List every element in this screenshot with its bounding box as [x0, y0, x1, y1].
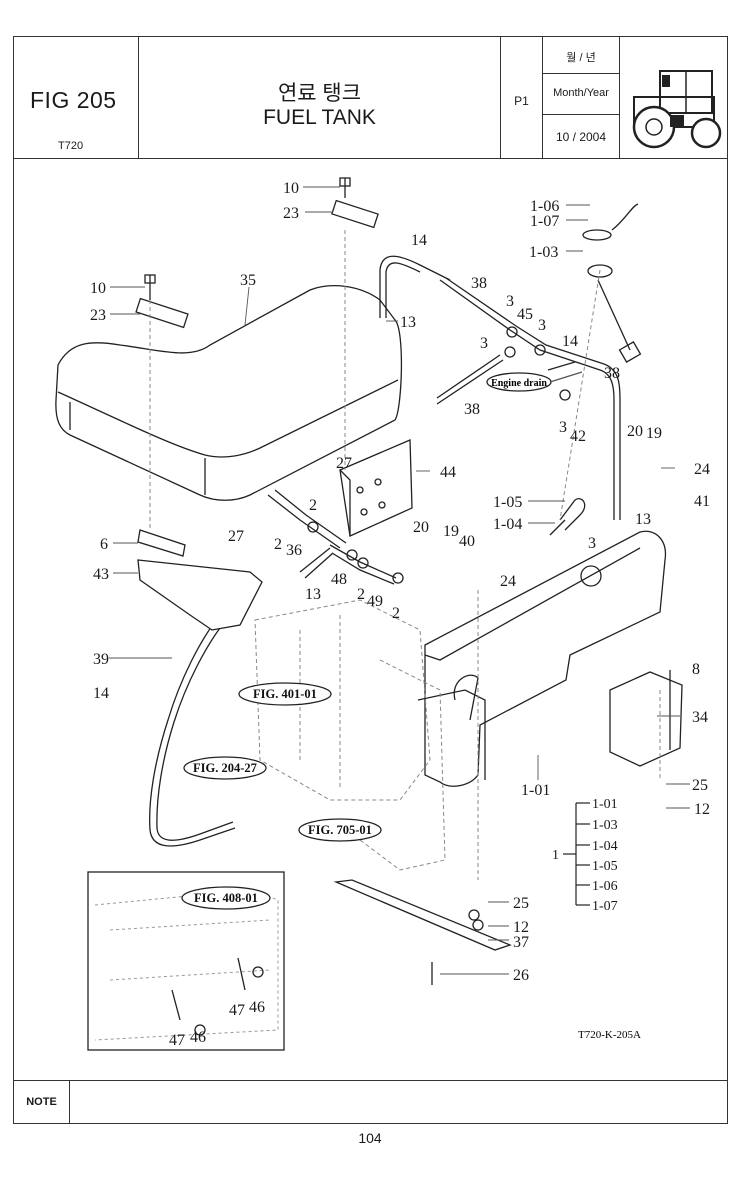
month-year-value: 10 / 2004 — [555, 130, 607, 144]
part-label: 2 — [392, 605, 400, 622]
part-label: 23 — [283, 205, 299, 222]
part-label: 49 — [367, 593, 383, 610]
part-label: 37 — [513, 934, 529, 951]
part-label: 13 — [400, 314, 416, 331]
part-label: 3 — [559, 419, 567, 436]
part-label: 38 — [471, 275, 487, 292]
fig-reference-705-01[interactable]: FIG. 705-01 — [308, 823, 372, 837]
assembly-child: 1-06 — [592, 879, 618, 894]
part-label: 13 — [635, 511, 651, 528]
model-code: T720 — [58, 140, 84, 152]
part-label: 36 — [286, 542, 302, 559]
part-label: 14 — [562, 333, 578, 350]
assembly-breakdown: 1 1-01 1-03 1-04 1-05 1-06 1-07 — [552, 797, 618, 914]
assembly-parent: 1 — [552, 848, 559, 863]
engine-drain-callout: Engine drain — [491, 378, 547, 389]
part-label: 24 — [694, 461, 710, 478]
part-label: 43 — [93, 566, 109, 583]
part-label: 25 — [513, 895, 529, 912]
part-label: 26 — [513, 967, 529, 984]
part-label: 12 — [513, 919, 529, 936]
assembly-child: 1-07 — [592, 899, 618, 914]
fig-reference-204-27[interactable]: FIG. 204-27 — [193, 761, 257, 775]
part-label: 3 — [588, 535, 596, 552]
part-labels: 10 23 10 23 35 14 13 38 3 45 3 3 14 38 3… — [90, 180, 710, 1049]
part-label: 40 — [459, 533, 475, 550]
fuel-tank-exploded-diagram: 10 23 10 23 35 14 13 38 3 45 3 3 14 38 3… — [55, 177, 710, 1051]
part-label: 38 — [604, 365, 620, 382]
page-frame: FIG 205 T720 연료 탱크 FUEL TANK P1 월 / 년 Mo… — [13, 36, 728, 1124]
title-korean: 연료 탱크 — [277, 82, 362, 105]
part-label: 2 — [357, 586, 365, 603]
part-label: 19 — [443, 523, 459, 540]
part-label: 1-03 — [529, 244, 558, 261]
month-year-korean: 월 / 년 — [566, 52, 596, 64]
part-label: 23 — [90, 307, 106, 324]
drawing-code: T720-K-205A — [578, 1029, 641, 1041]
assembly-child: 1-04 — [592, 839, 618, 854]
fig-reference-401-01[interactable]: FIG. 401-01 — [253, 687, 317, 701]
part-label: 3 — [480, 335, 488, 352]
part-label: 2 — [309, 497, 317, 514]
part-label: 48 — [331, 571, 347, 588]
page-label-cell: P1 — [501, 37, 543, 158]
part-label: 1-01 — [521, 782, 550, 799]
part-label: 10 — [283, 180, 299, 197]
part-label: 47 — [229, 1002, 245, 1019]
title-english: FUEL TANK — [263, 106, 376, 129]
part-label: 1-05 — [493, 494, 522, 511]
tractor-thumbnail-cell — [620, 37, 727, 158]
part-label: 6 — [100, 536, 108, 553]
part-label: 8 — [692, 661, 700, 678]
assembly-child: 1-03 — [592, 818, 618, 833]
tractor-icon — [632, 70, 722, 149]
part-label: 2 — [274, 536, 282, 553]
part-label: 25 — [692, 777, 708, 794]
part-label: 3 — [538, 317, 546, 334]
part-label: 27 — [228, 528, 244, 545]
part-label: 41 — [694, 493, 710, 510]
assembly-child: 1-05 — [592, 859, 618, 874]
part-label: 1-04 — [493, 516, 522, 533]
part-label: 20 — [627, 423, 643, 440]
part-label: 45 — [517, 306, 533, 323]
part-label: 19 — [646, 425, 662, 442]
part-label: 10 — [90, 280, 106, 297]
drawing-lines — [55, 177, 690, 1051]
part-label: 1-07 — [530, 213, 559, 230]
page-number: 104 — [358, 1130, 382, 1146]
part-label: 44 — [440, 464, 456, 481]
fig-reference-408-01[interactable]: FIG. 408-01 — [194, 891, 258, 905]
header: FIG 205 T720 연료 탱크 FUEL TANK P1 월 / 년 Mo… — [14, 37, 727, 159]
part-label: 20 — [413, 519, 429, 536]
part-label: 14 — [93, 685, 109, 702]
month-year-cell: 월 / 년 Month/Year 10 / 2004 — [543, 37, 620, 158]
part-label: 12 — [694, 801, 710, 818]
figure-references: FIG. 401-01 FIG. 204-27 FIG. 705-01 FIG.… — [193, 687, 372, 905]
part-label: 24 — [500, 573, 516, 590]
part-label: 47 — [169, 1032, 185, 1049]
note-row: NOTE — [14, 1080, 727, 1124]
part-label: 35 — [240, 272, 256, 289]
note-label: NOTE — [14, 1081, 70, 1124]
part-label: 13 — [305, 586, 321, 603]
part-label: 46 — [190, 1029, 206, 1046]
part-label: 14 — [411, 232, 427, 249]
fig-number-cell: FIG 205 T720 — [14, 37, 139, 158]
part-label: 42 — [570, 428, 586, 445]
part-label: 3 — [506, 293, 514, 310]
assembly-child: 1-01 — [592, 797, 618, 812]
part-label: 34 — [692, 709, 708, 726]
fig-number: FIG 205 — [30, 87, 117, 113]
part-label: 39 — [93, 651, 109, 668]
part-label: 38 — [464, 401, 480, 418]
part-label: 27 — [336, 455, 352, 472]
part-label: 1-06 — [530, 198, 559, 215]
month-year-label: Month/Year — [553, 87, 609, 99]
page-label: P1 — [514, 94, 529, 108]
part-label: 46 — [249, 999, 265, 1016]
title-cell: 연료 탱크 FUEL TANK — [139, 37, 501, 158]
